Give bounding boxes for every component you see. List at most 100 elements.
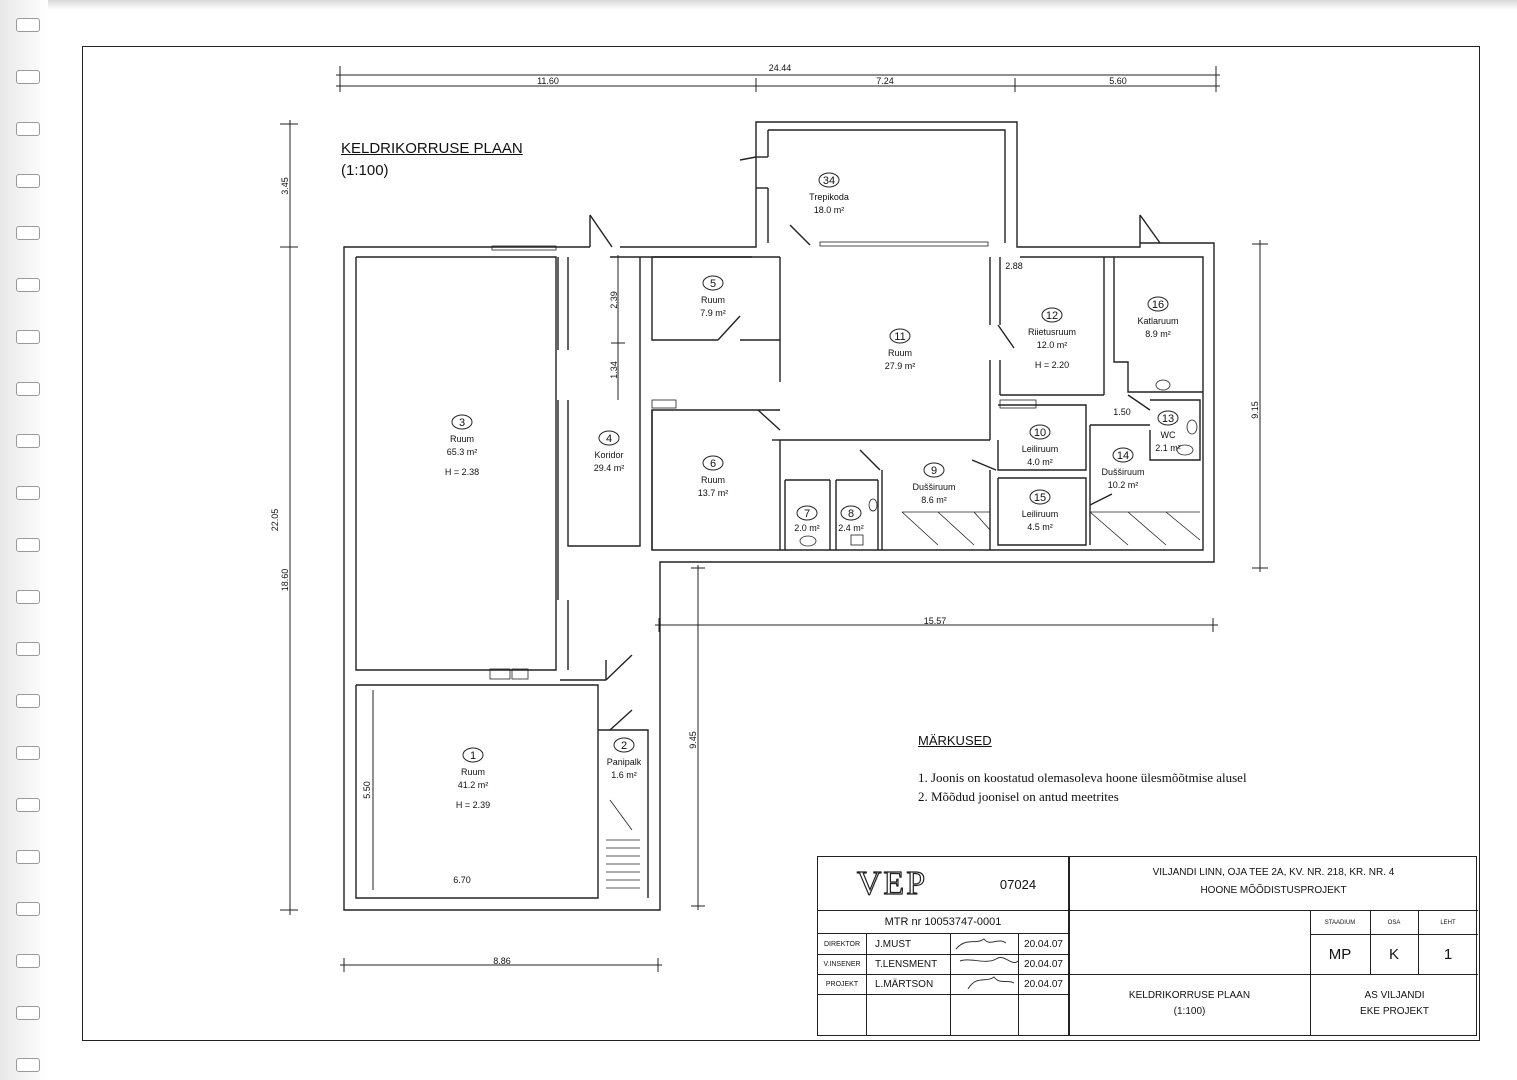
dimension-lines xyxy=(280,66,1268,972)
dim-top-a: 11.60 xyxy=(537,76,559,86)
room-number-circle xyxy=(702,275,724,291)
room-number: 13 xyxy=(1162,413,1174,425)
room-name: Ruum xyxy=(888,348,912,358)
room-number-circle xyxy=(796,505,818,521)
binder-hole xyxy=(16,798,40,812)
room-number: 7 xyxy=(804,508,810,520)
room-number: 10 xyxy=(1034,427,1046,439)
room-number: 2 xyxy=(621,740,627,752)
binder-hole xyxy=(16,174,40,188)
binder-hole xyxy=(16,746,40,760)
room-name: Ruum xyxy=(450,434,474,444)
room-number-circle xyxy=(923,462,945,478)
room-number-circle xyxy=(462,747,484,763)
date-1: 20.04.07 xyxy=(1024,938,1063,950)
binder-hole xyxy=(16,278,40,292)
binder-hole xyxy=(16,18,40,32)
room-number: 15 xyxy=(1034,492,1046,504)
binder-hole xyxy=(16,486,40,500)
stage-value: MP xyxy=(1328,945,1352,963)
room-name: Ruum xyxy=(701,295,725,305)
dim-left-total: 22.05 xyxy=(270,509,280,532)
room-name: Panipalk xyxy=(607,757,642,767)
binder-hole xyxy=(16,434,40,448)
sheet-label: LEHT xyxy=(1440,920,1456,926)
binder-hole xyxy=(16,538,40,552)
room-number-circle xyxy=(598,430,620,446)
room-number: 5 xyxy=(710,278,716,290)
room-area: 2.0 m² xyxy=(794,523,820,533)
room-area: 2.1 m² xyxy=(1155,443,1181,453)
room-name: Leiliruum xyxy=(1022,509,1059,519)
role-1: DIREKTOR xyxy=(823,940,861,948)
drawing-scale-block: (1:100) xyxy=(1173,1005,1206,1017)
room-number-circle xyxy=(1029,424,1051,440)
room-area: 7.9 m² xyxy=(700,308,726,318)
room-number: 34 xyxy=(823,175,835,187)
sheet-value: 1 xyxy=(1443,945,1453,963)
dim-corridor-b: 1.34 xyxy=(609,361,619,379)
stair-hatching xyxy=(606,511,1201,889)
room-area: 29.4 m² xyxy=(594,463,625,473)
binder-hole xyxy=(16,694,40,708)
dim-corridor-a: 2.39 xyxy=(609,291,619,309)
room-number-circle xyxy=(889,328,911,344)
room-number: 8 xyxy=(848,508,854,520)
binder-hole xyxy=(16,1006,40,1020)
binder-hole xyxy=(16,902,40,916)
room-height: H = 2.38 xyxy=(445,467,479,477)
room-area: 65.3 m² xyxy=(447,447,478,457)
room-number: 4 xyxy=(606,433,612,445)
room-name: Trepikoda xyxy=(809,192,849,202)
binder-hole xyxy=(16,226,40,240)
room-label-8: 8 2.4 m² xyxy=(838,505,864,533)
room-area: 2.4 m² xyxy=(838,523,864,533)
date-2: 20.04.07 xyxy=(1024,959,1063,970)
windows xyxy=(489,241,1037,680)
room-name: Koridor xyxy=(594,450,623,460)
drawing-title: KELDRIKORRUSE PLAAN xyxy=(341,140,523,157)
project-type: HOONE MÕÕDISTUSPROJEKT xyxy=(1200,884,1347,896)
binder-strip xyxy=(0,0,48,1080)
role-3: PROJEKT xyxy=(825,981,859,988)
room-number-circle xyxy=(1157,410,1179,426)
room-area: 8.9 m² xyxy=(1145,329,1171,339)
mtr-number: MTR nr 10053747-0001 xyxy=(884,916,1002,928)
name-3: L.MÄRTSON xyxy=(875,979,934,990)
room-number: 11 xyxy=(894,331,905,343)
room-number-circle xyxy=(1112,447,1134,463)
room-number-circle xyxy=(1147,296,1169,312)
room-name: Ruum xyxy=(701,475,725,485)
room-area: 1.6 m² xyxy=(611,770,637,780)
room-number-circle xyxy=(613,737,635,753)
binder-hole xyxy=(16,122,40,136)
room-area: 13.7 m² xyxy=(698,488,729,498)
room-height: H = 2.39 xyxy=(456,800,490,810)
binder-hole xyxy=(16,382,40,396)
walls xyxy=(343,121,1215,911)
binder-hole xyxy=(16,642,40,656)
room-number: 1 xyxy=(470,750,476,762)
room-name: Riietusruum xyxy=(1028,327,1076,337)
notes-heading: MÄRKUSED xyxy=(918,733,992,748)
dim-room1-width: 6.70 xyxy=(453,875,471,885)
job-number: 07024 xyxy=(999,876,1037,892)
room-number: 14 xyxy=(1117,450,1129,462)
binder-hole xyxy=(16,954,40,968)
